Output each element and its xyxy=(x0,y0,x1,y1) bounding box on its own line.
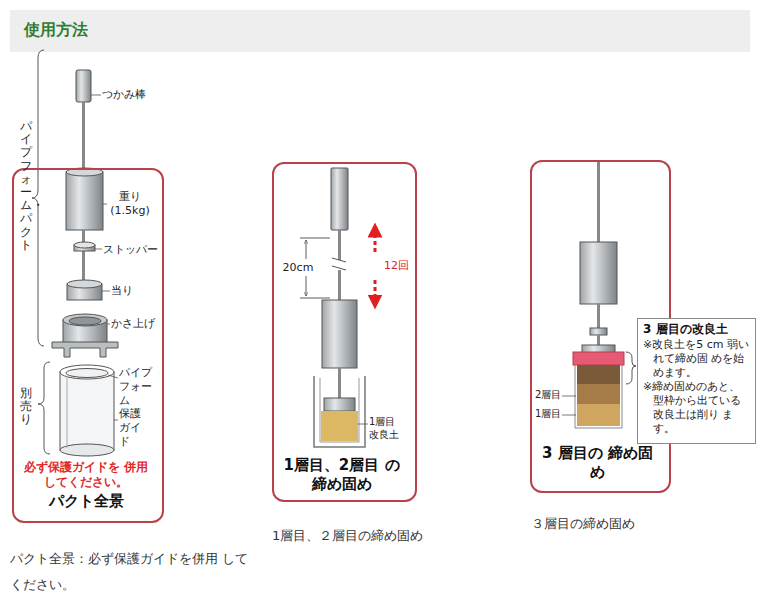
soil-layer-1 xyxy=(577,404,620,426)
mold-outer xyxy=(314,376,365,447)
soil-layer-1 xyxy=(321,411,358,441)
caption-text: ３層目の締め固め xyxy=(531,516,731,532)
soil-layer-2 xyxy=(577,384,620,404)
dimension: 20cm xyxy=(280,261,316,275)
layer-label: 1層目 改良土 xyxy=(369,416,407,441)
pipe-form-wall xyxy=(67,376,68,448)
section-title: 使用方法 xyxy=(24,20,88,40)
header-band xyxy=(10,10,750,52)
rod xyxy=(597,162,600,242)
note-text: ※締め固めのあと、 型枠から出ている 改良土は削り ます。 xyxy=(643,380,751,435)
rammer-foot-top xyxy=(67,280,102,288)
compaction-layer-3 xyxy=(573,162,624,428)
compaction-layer-1-2 xyxy=(314,168,365,447)
rod xyxy=(338,368,341,398)
mold xyxy=(575,365,622,428)
layer-3-bracket xyxy=(626,352,636,384)
grip-rod xyxy=(76,70,91,102)
rammer-foot xyxy=(324,398,355,411)
break-mark xyxy=(332,258,346,270)
red-up-down-arrows xyxy=(374,230,377,302)
group-label: パイプフォーム・パクト xyxy=(20,120,32,252)
rod xyxy=(597,335,600,345)
part-name: ストッパー xyxy=(103,243,158,257)
pipe-form-rim xyxy=(66,369,108,378)
pakt-bracket xyxy=(32,50,44,346)
grip-rod xyxy=(331,168,348,230)
stopper xyxy=(590,328,607,335)
leader-line xyxy=(358,424,368,425)
rod xyxy=(338,270,341,300)
raising-collar xyxy=(573,352,624,365)
rod xyxy=(82,102,85,172)
soil-layer-3 xyxy=(577,365,620,384)
part-name: つかみ棒 xyxy=(102,88,146,102)
weight xyxy=(322,300,357,368)
part-name: 当り xyxy=(111,284,133,298)
caption-text: 1層目、２層目の締め固め xyxy=(272,528,472,544)
panel-title: 3 層目の 締め固め xyxy=(542,444,653,482)
note-box: 3 層目の改良土※改良土を5 cm 弱いれて締め固 めを始めます。※締め固めのあ… xyxy=(637,318,756,444)
layer-label: 2層目 xyxy=(535,389,561,402)
part-name: パイプ フォーム xyxy=(119,366,159,407)
leader-lines xyxy=(91,95,118,420)
raising-collar-hole xyxy=(69,317,101,325)
rod xyxy=(597,304,600,330)
caption-text: パクト全景：必ず保護ガイドを併用 してください。 xyxy=(10,546,250,592)
part-name: 重り (1.5kg) xyxy=(108,190,152,218)
weight xyxy=(66,172,103,230)
rod xyxy=(82,230,85,280)
collar-legs xyxy=(52,342,118,357)
rod xyxy=(338,230,341,260)
stopper-top xyxy=(74,242,95,248)
guide-bottom xyxy=(60,444,114,456)
note-text: ※改良土を5 cm 弱いれて締め固 めを始めます。 xyxy=(643,338,751,379)
part-name: 保護 ガイド xyxy=(119,407,149,448)
mold-inner xyxy=(320,378,359,442)
raising-collar-top xyxy=(63,314,107,326)
panel-title: パクト全景 xyxy=(18,492,154,511)
panel-title: 1層目、2層目 の締め固め xyxy=(280,456,403,494)
step-panel: 1層目、2層目 の締め固め xyxy=(272,162,417,502)
note-heading: 3 層目の改良土 xyxy=(643,322,751,337)
part-name: かさ上げ xyxy=(111,317,155,331)
weight xyxy=(580,242,617,304)
step-panel: 必ず保護ガイドを 併用してください。パクト全景 xyxy=(12,168,164,523)
protective-guide xyxy=(60,372,114,450)
pakt-exploded-view xyxy=(52,70,118,456)
repeat-count: 12回 xyxy=(384,259,409,273)
group-label: 別売り xyxy=(20,387,32,427)
layer-label: 1層目 xyxy=(535,408,561,421)
warning-note: 必ず保護ガイドを 併用してください。 xyxy=(18,460,154,490)
leader-lines xyxy=(562,396,576,415)
guide-top xyxy=(60,365,114,379)
sold-separately-bracket xyxy=(38,362,50,454)
